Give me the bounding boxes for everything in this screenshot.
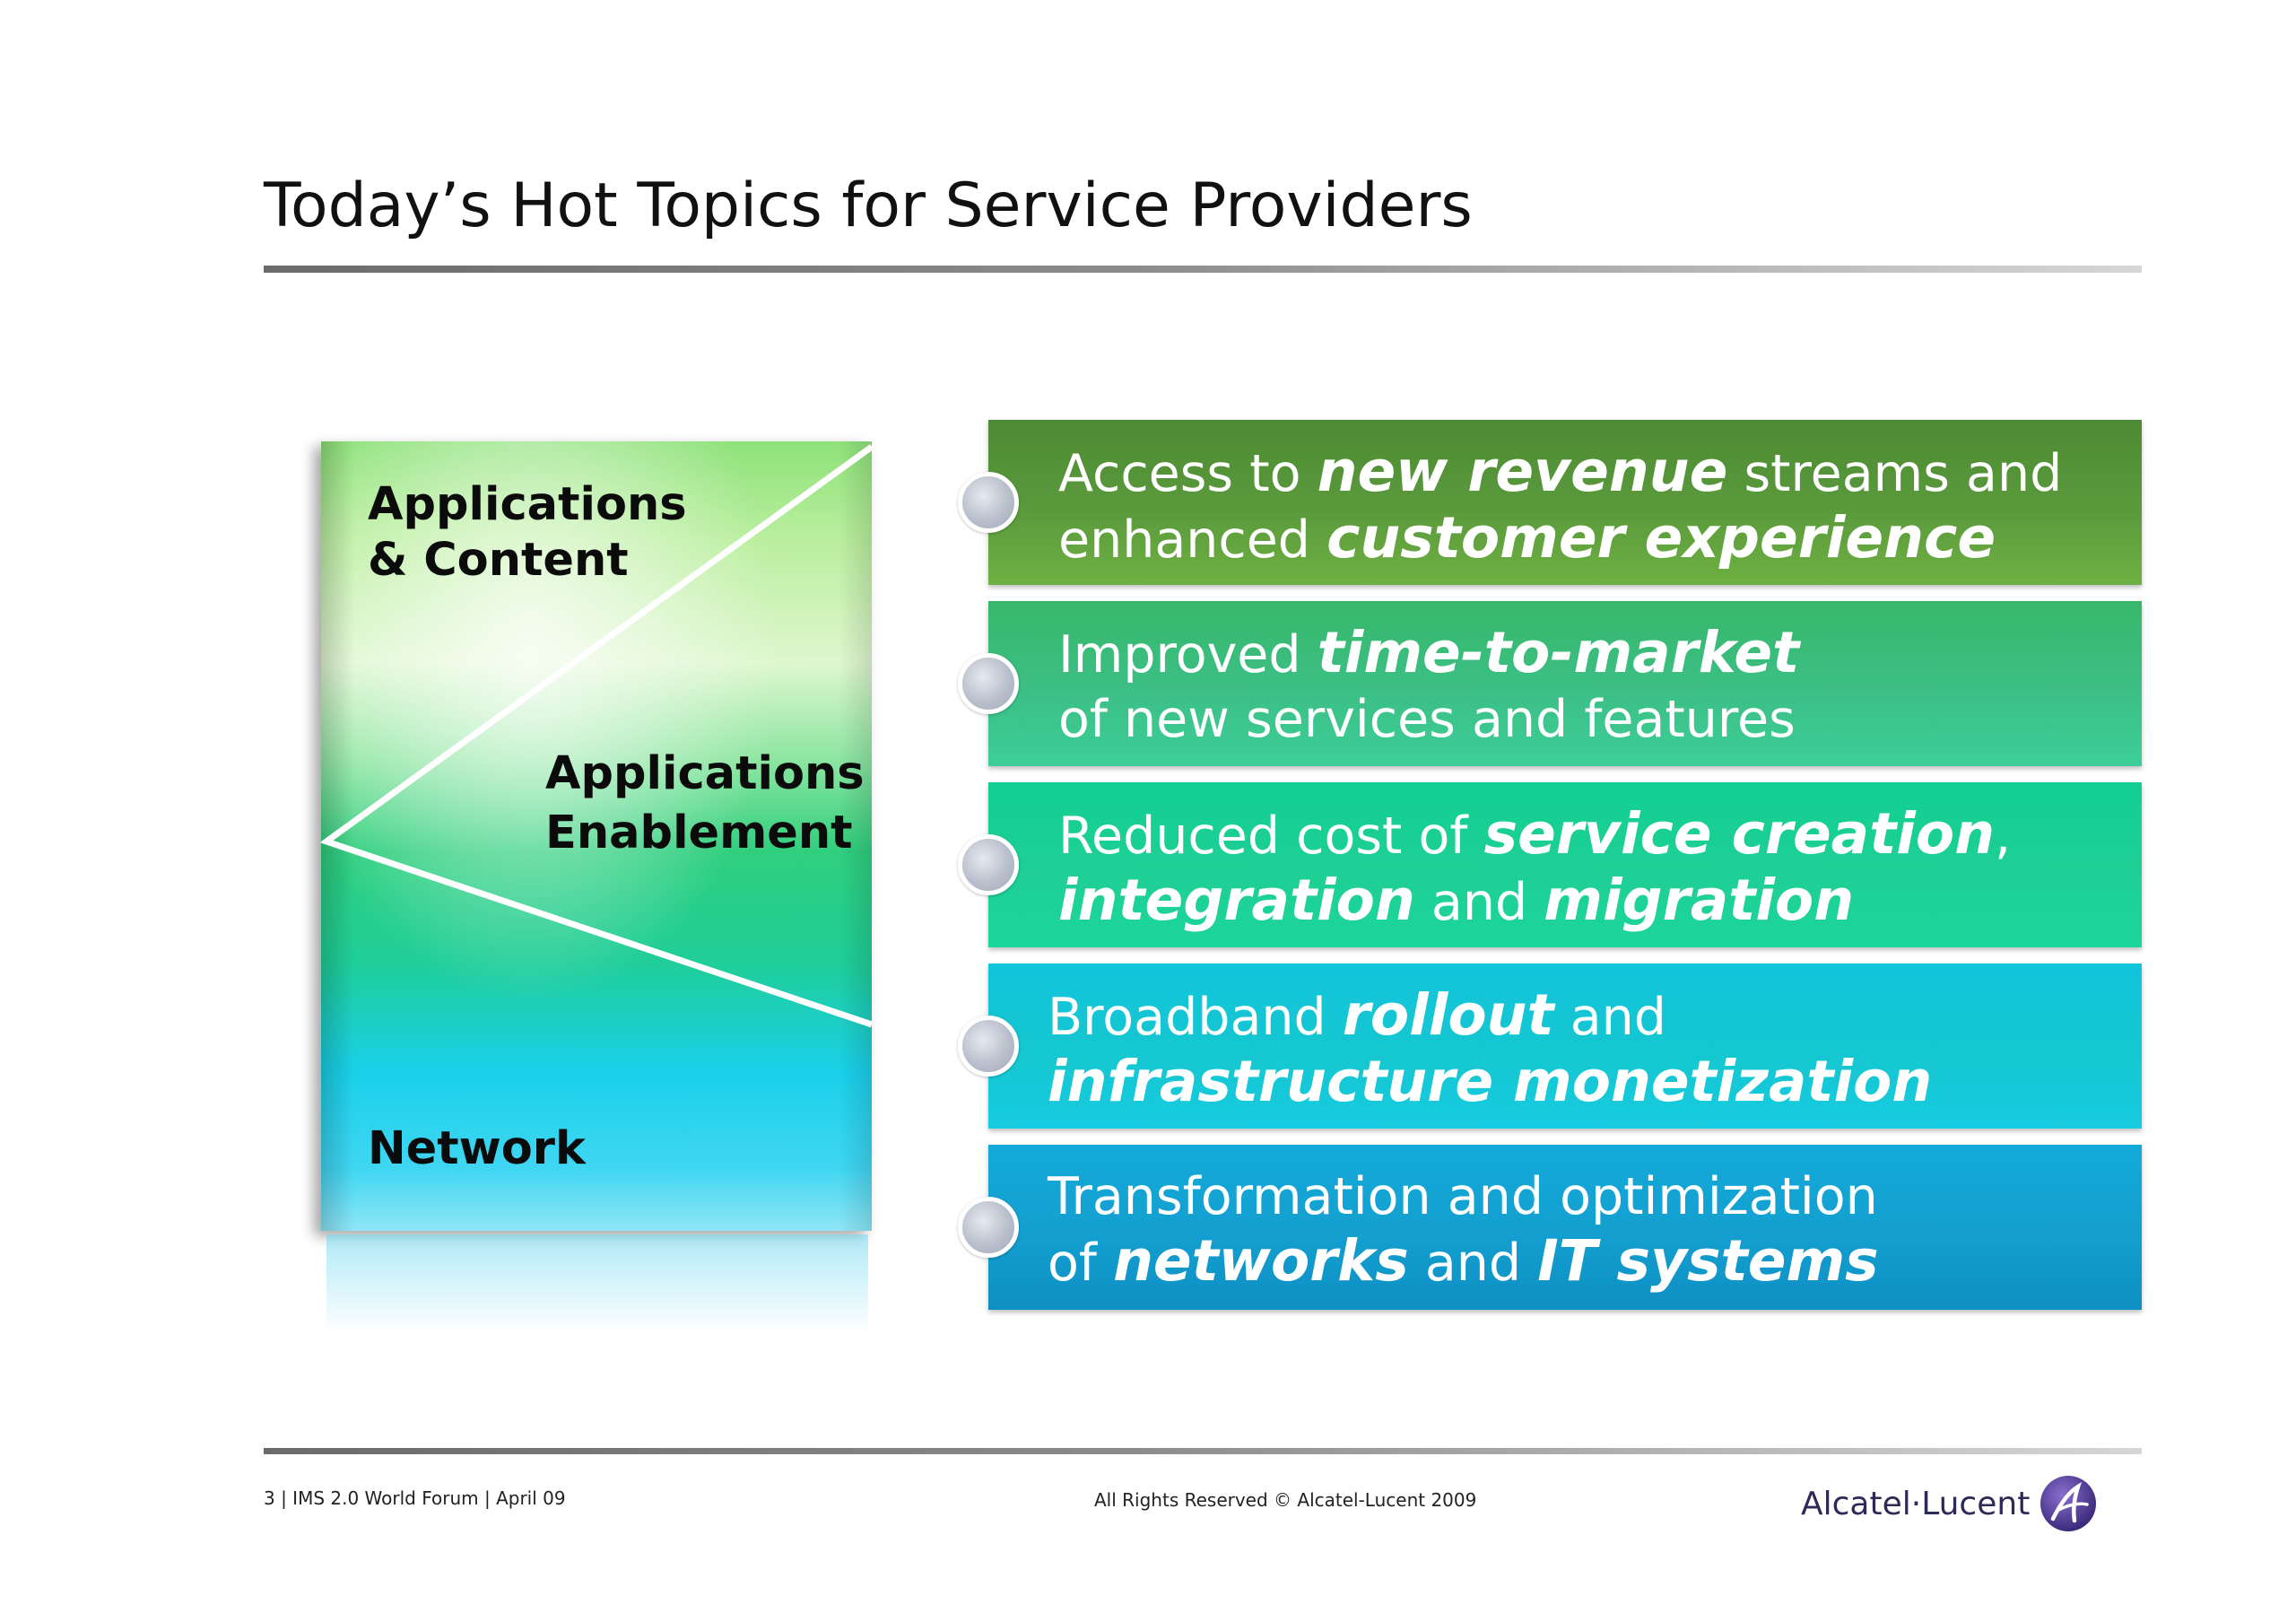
footer-slide-info: 3 | IMS 2.0 World Forum | April 09 [264,1487,566,1509]
topic-emphasis: infrastructure monetization [1048,1049,1933,1114]
footer-copyright: All Rights Reserved © Alcatel-Lucent 200… [1094,1489,1477,1511]
topic-segment: Transformation and optimization [1048,1167,1878,1226]
topic-bullet-icon [958,472,1019,533]
topic-emphasis: rollout [1342,982,1554,1048]
topic-segment: Improved [1058,625,1318,685]
footer-divider [264,1448,2142,1454]
topic-bullet-icon [958,653,1019,714]
topic-segment: Reduced cost of [1058,807,1484,866]
topic-emphasis: migration [1544,868,1855,933]
topic-segment: of new services and features [1058,690,1796,749]
topic-line: Access to new revenue streams and [1058,440,2115,506]
layer-label-line: Applications [545,747,865,800]
topic-line: enhanced customer experience [1058,506,2115,572]
topic-line: Transformation and optimization [1048,1164,2115,1229]
topic-line: of new services and features [1058,687,2115,752]
alcatel-lucent-logo-icon [2040,1476,2097,1531]
topic-line: integration and migration [1058,868,2115,935]
topic-line: infrastructure monetization [1048,1050,2115,1116]
topic-segment: Access to [1058,444,1318,503]
topic-emphasis: new revenue [1317,439,1728,504]
topic-band: Reduced cost of service creation,integra… [988,782,2142,947]
slide-title: Today’s Hot Topics for Service Providers [264,170,1473,241]
topic-line: Broadband rollout and [1048,983,2115,1050]
brand-name: Alcatel·Lucent [1801,1485,2031,1522]
topic-segment: , [1995,807,2012,866]
layer-label-line: & Content [368,534,629,587]
layer-label-applications-enablement: Applications Enablement [545,745,865,863]
topic-bullet-icon [958,1016,1019,1077]
topic-segment: Broadband [1048,988,1343,1047]
layer-label-network: Network [368,1122,586,1175]
topic-segment: and [1553,988,1666,1047]
topic-emphasis: customer experience [1326,505,1996,571]
layer-stack-graphic [321,441,872,1231]
topic-text: Reduced cost of service creation,integra… [1058,802,2115,935]
topic-segment: of [1048,1234,1114,1293]
topic-segment: enhanced [1058,510,1327,570]
title-divider [264,266,2142,273]
layer-stack-diagram: Applications & Content Applications Enab… [321,441,872,1231]
stack-reflection [326,1234,868,1333]
topic-bullet-icon [958,834,1019,895]
topic-bullet-icon [958,1197,1019,1258]
layer-label-line: Applications [368,478,687,531]
topic-emphasis: IT systems [1537,1228,1879,1294]
layer-label-line: Enablement [545,807,853,859]
brand-logo-group: Alcatel·Lucent [1801,1471,2098,1536]
topic-line: Improved time-to-market [1058,621,2115,687]
topic-segment: streams and [1727,444,2063,503]
topic-emphasis: integration [1058,868,1415,933]
topic-line: Reduced cost of service creation, [1058,802,2115,868]
topic-emphasis: networks [1113,1228,1409,1294]
topic-segment: and [1414,873,1544,932]
topic-segment: and [1408,1234,1538,1293]
layer-label-applications-content: Applications & Content [368,477,687,589]
topic-line: of networks and IT systems [1048,1229,2115,1295]
topic-emphasis: service creation [1483,801,1996,867]
topic-emphasis: time-to-market [1317,620,1800,685]
